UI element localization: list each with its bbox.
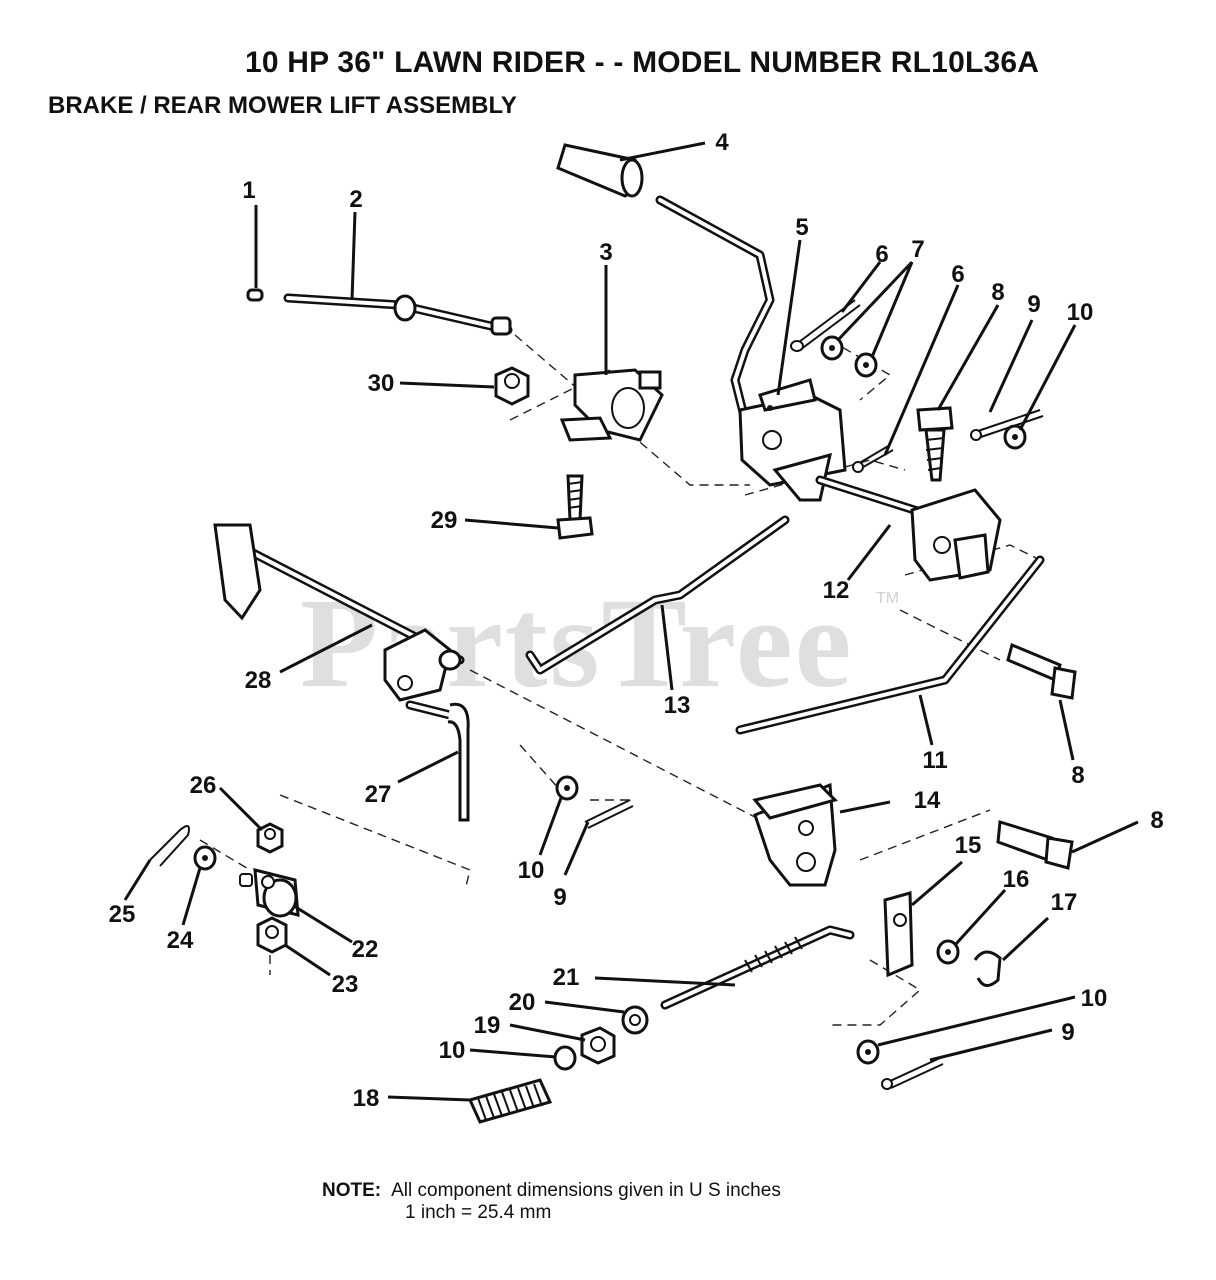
callout-10c: 10 xyxy=(439,1037,466,1064)
callout-23: 23 xyxy=(332,971,359,998)
callout-6a: 6 xyxy=(875,241,888,268)
callout-30: 30 xyxy=(368,370,395,397)
part-21-threaded-rod xyxy=(660,925,855,1010)
part-3-bracket xyxy=(559,368,664,442)
part-14-bracket xyxy=(752,782,838,887)
part-9-10-pin-washer-bottom xyxy=(856,1039,944,1090)
part-18-spring xyxy=(467,1078,553,1124)
callout-10d: 10 xyxy=(1081,985,1108,1012)
part-15-plate xyxy=(883,891,914,978)
callout-8b: 8 xyxy=(1071,762,1084,789)
callout-9c: 9 xyxy=(1061,1019,1074,1046)
part-5-lift-handle-bracket xyxy=(655,195,847,502)
dimension-note: NOTE: All component dimensions given in U… xyxy=(322,1180,781,1224)
part-25-hairpin xyxy=(149,825,190,867)
part-2-brake-rod xyxy=(283,293,513,336)
callout-9b: 9 xyxy=(553,884,566,911)
part-23-nut xyxy=(256,916,288,954)
part-8-bolt-top xyxy=(916,406,954,482)
callout-8c: 8 xyxy=(1150,807,1163,834)
callout-26: 26 xyxy=(190,772,217,799)
part-24-washer xyxy=(193,845,217,871)
part-7-washers xyxy=(820,335,878,378)
part-20-nut xyxy=(621,1005,649,1035)
part-13-rod xyxy=(525,515,790,675)
diagram-title: 10 HP 36" LAWN RIDER - - MODEL NUMBER RL… xyxy=(245,46,1040,79)
callout-4: 4 xyxy=(715,129,729,156)
part-8-bolt-right xyxy=(996,820,1074,870)
callout-21: 21 xyxy=(553,964,580,991)
callout-2: 2 xyxy=(349,186,362,213)
callout-20: 20 xyxy=(509,989,536,1016)
note-line-2: 1 inch = 25.4 mm xyxy=(405,1202,552,1223)
part-12-shaft-bracket xyxy=(815,475,1002,582)
callout-10a: 10 xyxy=(1067,299,1094,326)
part-27-eyebolt xyxy=(405,700,470,822)
part-9-10-pin-washer-top xyxy=(970,409,1044,450)
part-17-clip xyxy=(973,950,1002,987)
callout-9a: 9 xyxy=(1027,291,1040,318)
callout-7: 7 xyxy=(911,236,924,263)
part-10-washer-lower xyxy=(553,1045,577,1071)
callout-18: 18 xyxy=(353,1085,380,1112)
part-4-grip xyxy=(556,143,644,198)
callout-25: 25 xyxy=(109,901,136,928)
callout-1: 1 xyxy=(242,177,255,204)
callout-28: 28 xyxy=(245,667,272,694)
callout-16: 16 xyxy=(1003,866,1030,893)
callout-15: 15 xyxy=(955,832,982,859)
part-11-rod xyxy=(735,555,1045,735)
callout-29: 29 xyxy=(431,507,458,534)
callout-3: 3 xyxy=(599,239,612,266)
callout-19: 19 xyxy=(474,1012,501,1039)
callout-24: 24 xyxy=(167,927,194,954)
callout-leader-lines xyxy=(123,141,1139,1102)
part-29-bolt xyxy=(556,474,594,540)
callout-10b: 10 xyxy=(518,857,545,884)
part-30-nut xyxy=(494,366,530,406)
callout-numbers: 1 2 3 4 5 6 7 6 8 9 10 30 29 12 28 13 11… xyxy=(109,129,1164,1112)
part-1-pin xyxy=(246,288,264,302)
callout-13: 13 xyxy=(664,692,691,719)
part-28-rear-shaft xyxy=(213,523,465,702)
part-16-washer xyxy=(936,939,960,965)
part-19-nut xyxy=(580,1026,616,1065)
callout-8a: 8 xyxy=(991,279,1004,306)
callout-6b: 6 xyxy=(951,261,964,288)
callout-11: 11 xyxy=(922,747,947,774)
part-22-swivel xyxy=(239,868,300,918)
watermark-trademark: TM xyxy=(876,590,900,607)
callout-14: 14 xyxy=(914,787,941,814)
callout-17: 17 xyxy=(1051,889,1078,916)
callout-27: 27 xyxy=(365,781,392,808)
part-9-10-pin-washer-left xyxy=(555,775,634,829)
callout-12: 12 xyxy=(823,577,850,604)
part-8-bolt-mid xyxy=(1006,642,1077,700)
note-label: NOTE: xyxy=(322,1180,382,1201)
callout-5: 5 xyxy=(795,214,808,241)
assembly-subtitle: BRAKE / REAR MOWER LIFT ASSEMBLY xyxy=(48,92,517,119)
callout-22: 22 xyxy=(352,936,379,963)
part-26-nut xyxy=(256,822,284,854)
assembly-guide-lines xyxy=(199,334,1041,1026)
note-line-1: All component dimensions given in U S in… xyxy=(391,1180,781,1201)
